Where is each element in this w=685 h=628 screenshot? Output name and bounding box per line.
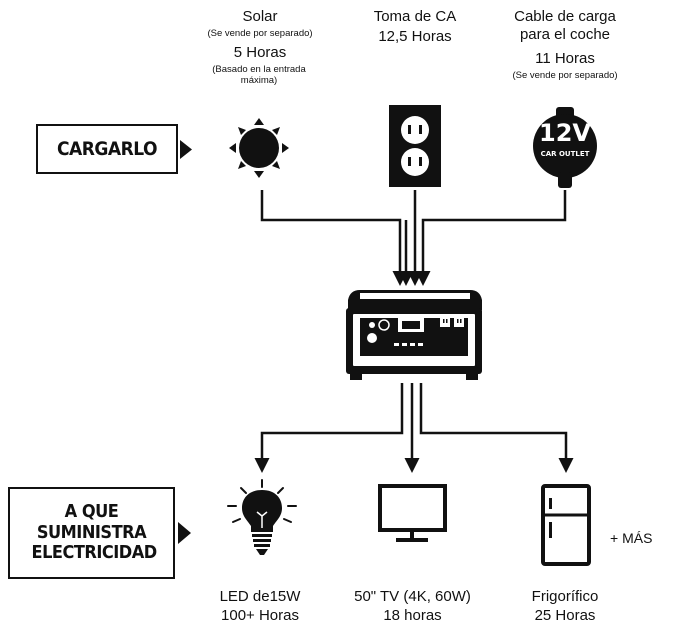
- power-station-icon: [346, 290, 482, 380]
- more-label: + MÁS: [610, 530, 653, 546]
- car-outlet-icon: [533, 107, 597, 188]
- tv-hours: 18 horas: [383, 607, 442, 624]
- supply-label-text: A QUE SUMINISTRA ELECTRICIDAD: [31, 500, 158, 564]
- car-outlet-caption: CAR OUTLET: [540, 150, 590, 158]
- light-bulb-icon: [227, 479, 297, 555]
- car-outlet-voltage: 12V: [539, 119, 591, 147]
- sun-icon: [229, 118, 289, 178]
- solar-title: Solar: [242, 8, 278, 25]
- led-hours: 100+ Horas: [221, 607, 299, 624]
- fridge-icon: [541, 484, 591, 566]
- car-note: (Se vende por separado): [512, 70, 618, 81]
- solar-note: (Se vende por separado): [207, 28, 313, 39]
- charge-connectors: [260, 190, 567, 286]
- supply-label: A QUE SUMINISTRA ELECTRICIDAD: [8, 487, 175, 579]
- ac-outlet-icon: [389, 105, 441, 187]
- ac-hours: 12,5 Horas: [378, 28, 452, 45]
- car-hours: 11 Horas: [535, 50, 595, 67]
- solar-hours: 5 Horas: [233, 44, 287, 61]
- tv-name: 50" TV (4K, 60W): [354, 588, 471, 605]
- solar-basis-note: (Basado en la entrada máxima): [212, 64, 306, 87]
- supply-label-arrow-icon: [178, 522, 191, 544]
- charge-label-arrow-icon: [180, 140, 192, 159]
- charge-label-text: CARGARLO: [56, 138, 158, 160]
- fridge-hours: 25 Horas: [534, 607, 596, 624]
- fridge-name: Frigorífico: [531, 588, 599, 605]
- supply-connectors: [254, 383, 574, 473]
- car-title: Cable de carga para el coche: [514, 8, 616, 43]
- ac-title: Toma de CA: [373, 8, 457, 25]
- led-name: LED de15W: [219, 588, 301, 605]
- tv-icon: [378, 484, 447, 542]
- charge-label: CARGARLO: [36, 124, 178, 174]
